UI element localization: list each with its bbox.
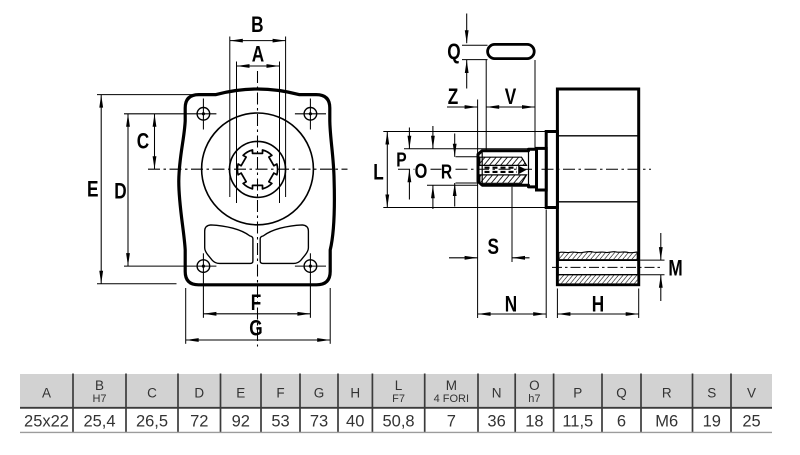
svg-text:11,5: 11,5	[562, 413, 593, 431]
svg-text:S: S	[707, 386, 716, 401]
svg-text:4 FORI: 4 FORI	[434, 393, 469, 405]
svg-text:V: V	[747, 386, 756, 401]
svg-text:53: 53	[271, 413, 289, 431]
svg-text:H: H	[592, 292, 604, 317]
svg-text:40: 40	[346, 413, 364, 431]
svg-text:S: S	[488, 234, 500, 259]
svg-text:B: B	[95, 378, 104, 393]
svg-text:50,8: 50,8	[382, 413, 414, 431]
svg-text:19: 19	[703, 413, 721, 431]
svg-text:A: A	[252, 42, 264, 67]
svg-text:18: 18	[525, 413, 543, 431]
svg-text:V: V	[505, 84, 517, 109]
svg-text:H7: H7	[92, 393, 106, 405]
svg-text:73: 73	[310, 413, 328, 431]
svg-text:R: R	[441, 162, 453, 184]
svg-text:E: E	[236, 386, 245, 401]
svg-text:N: N	[505, 292, 517, 317]
svg-text:36: 36	[487, 413, 505, 431]
svg-text:7: 7	[447, 413, 456, 431]
svg-text:O: O	[529, 378, 540, 393]
svg-text:h7: h7	[528, 393, 540, 405]
svg-text:D: D	[114, 179, 126, 204]
svg-text:72: 72	[190, 413, 208, 431]
svg-text:D: D	[194, 386, 204, 401]
svg-text:H: H	[350, 386, 360, 401]
svg-text:M: M	[668, 255, 682, 280]
svg-text:O: O	[415, 160, 428, 183]
svg-text:Q: Q	[616, 386, 627, 401]
svg-text:25x22: 25x22	[24, 413, 69, 431]
svg-text:N: N	[492, 386, 502, 401]
svg-text:P: P	[396, 150, 406, 172]
svg-text:M6: M6	[655, 413, 678, 431]
svg-text:25: 25	[742, 413, 760, 431]
svg-text:M: M	[446, 378, 457, 393]
svg-text:92: 92	[232, 413, 250, 431]
svg-text:6: 6	[617, 413, 626, 431]
svg-text:25,4: 25,4	[83, 413, 115, 431]
svg-text:A: A	[42, 386, 51, 401]
svg-text:C: C	[137, 129, 149, 154]
svg-text:26,5: 26,5	[136, 413, 168, 431]
svg-text:B: B	[251, 12, 263, 37]
svg-text:L: L	[373, 160, 384, 185]
svg-text:R: R	[662, 386, 672, 401]
svg-text:L: L	[395, 378, 403, 393]
svg-text:Q: Q	[447, 39, 460, 64]
svg-text:F7: F7	[392, 393, 405, 405]
svg-text:G: G	[314, 386, 325, 401]
svg-text:C: C	[147, 386, 157, 401]
svg-text:P: P	[573, 386, 582, 401]
svg-text:E: E	[87, 177, 99, 202]
svg-text:G: G	[249, 316, 262, 341]
svg-text:F: F	[276, 386, 284, 401]
svg-text:Z: Z	[448, 84, 459, 109]
svg-text:F: F	[251, 290, 262, 315]
